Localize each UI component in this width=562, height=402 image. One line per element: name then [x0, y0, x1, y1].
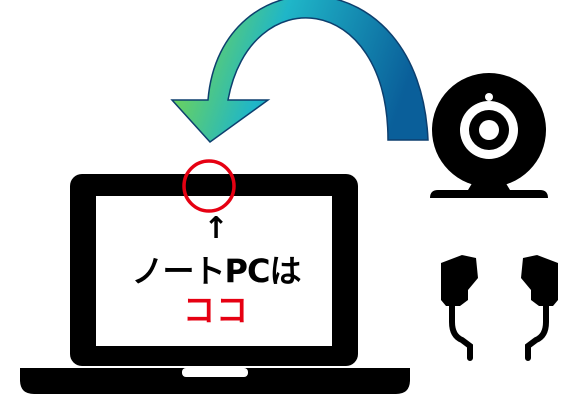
camera-location-caption: ノートPCは	[131, 252, 302, 290]
highlight-text: ココ	[182, 291, 249, 329]
camera-highlight-circle	[182, 159, 236, 213]
webcam-icon	[430, 73, 548, 198]
laptop-icon	[20, 174, 410, 394]
curved-arrow-icon	[170, 0, 429, 144]
up-arrow-pointer: ↑	[203, 211, 229, 246]
earphones-icon	[441, 255, 558, 361]
